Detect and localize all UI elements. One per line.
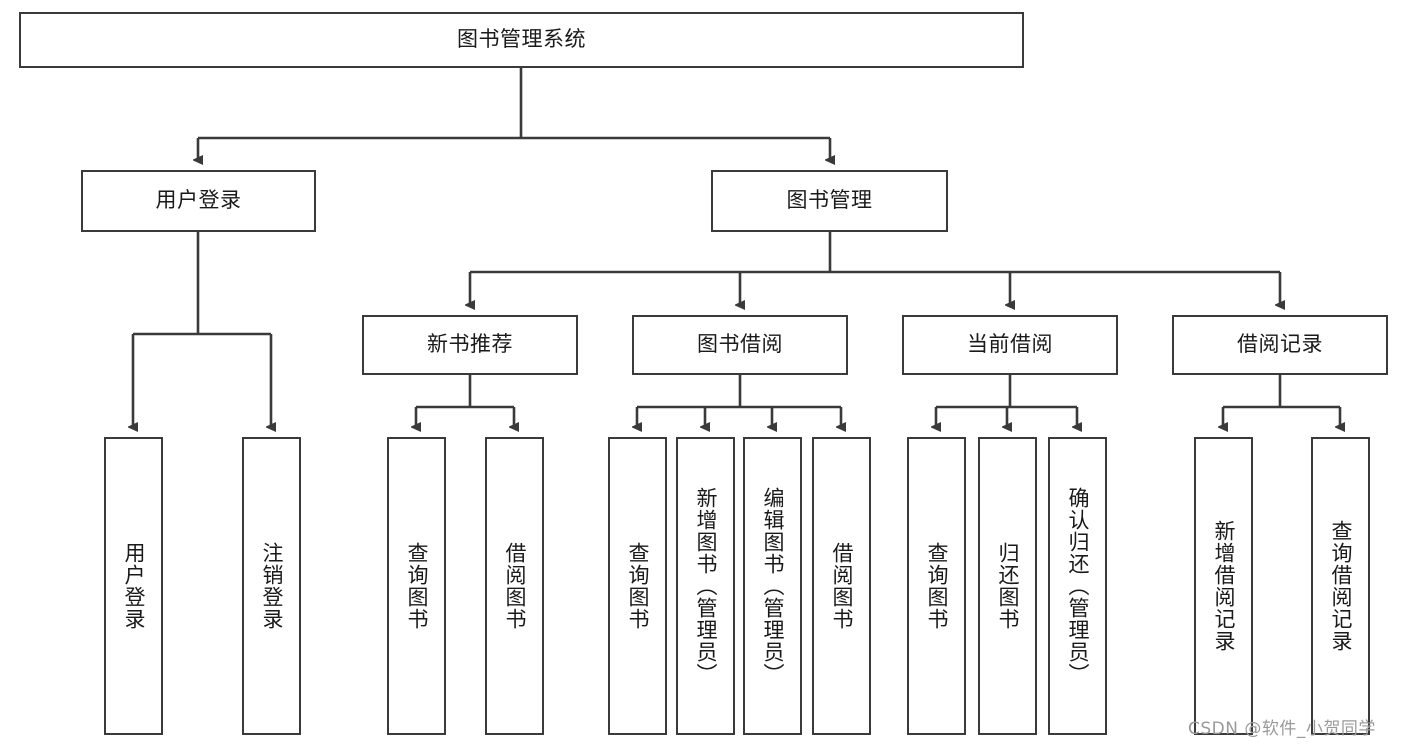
leaf-borrow-borrow-book[interactable]: 借阅图书 — [812, 437, 871, 735]
node-book-management[interactable]: 图书管理 — [711, 170, 948, 232]
leaf-records-add-record[interactable]: 新增借阅记录 — [1194, 437, 1253, 735]
csdn-watermark: CSDN @软件_小贺同学 — [1188, 719, 1376, 739]
leaf-user-login[interactable]: 用户登录 — [104, 437, 163, 735]
node-borrow-records[interactable]: 借阅记录 — [1172, 315, 1388, 375]
node-user-login[interactable]: 用户登录 — [81, 170, 316, 232]
leaf-records-query-record[interactable]: 查询借阅记录 — [1311, 437, 1370, 735]
node-root-system[interactable]: 图书管理系统 — [19, 12, 1024, 68]
leaf-current-confirm-return-admin[interactable]: 确认归还（管理员） — [1048, 437, 1107, 735]
leaf-borrow-add-book-admin[interactable]: 新增图书（管理员） — [676, 437, 735, 735]
leaf-current-query-book[interactable]: 查询图书 — [907, 437, 966, 735]
leaf-recommend-borrow-book[interactable]: 借阅图书 — [485, 437, 544, 735]
leaf-borrow-edit-book-admin[interactable]: 编辑图书（管理员） — [743, 437, 802, 735]
leaf-recommend-query-book[interactable]: 查询图书 — [387, 437, 446, 735]
node-new-book-recommend[interactable]: 新书推荐 — [362, 315, 578, 375]
leaf-user-logout[interactable]: 注销登录 — [242, 437, 301, 735]
node-book-borrow[interactable]: 图书借阅 — [632, 315, 848, 375]
leaf-borrow-query-book[interactable]: 查询图书 — [608, 437, 667, 735]
leaf-current-return-book[interactable]: 归还图书 — [978, 437, 1037, 735]
node-current-borrow[interactable]: 当前借阅 — [902, 315, 1118, 375]
